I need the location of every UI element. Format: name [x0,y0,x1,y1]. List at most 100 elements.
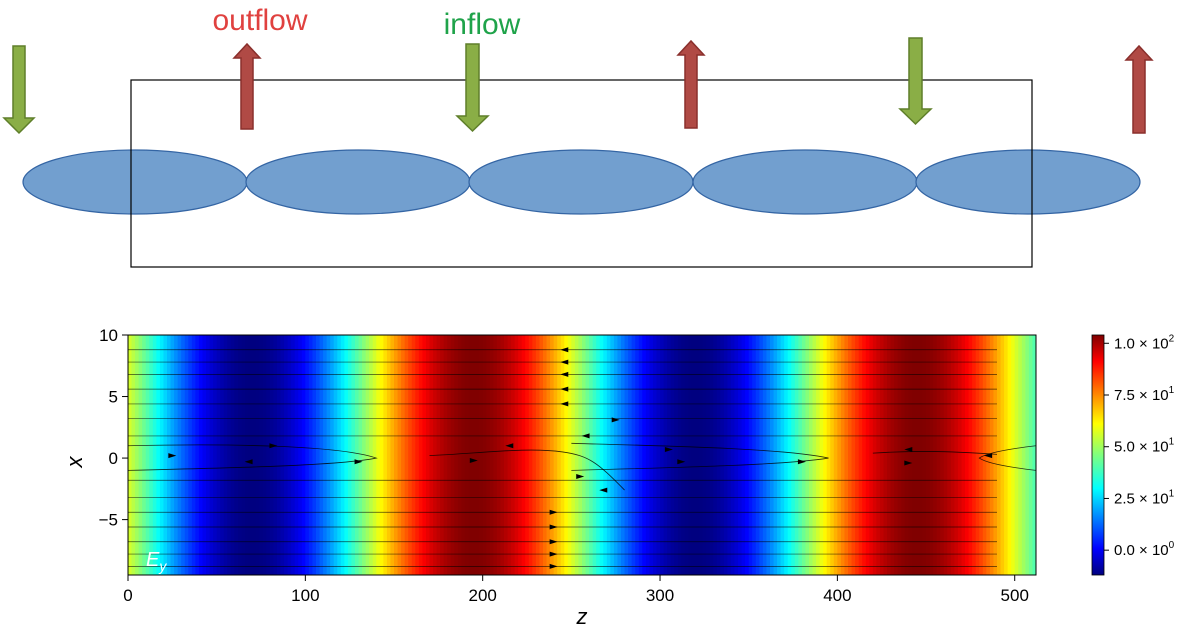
streamline-arrow [549,551,558,557]
outflow-label: outflow [212,4,307,37]
heatmap-cell [688,335,693,575]
heatmap-cell [684,335,690,575]
heatmap-cell [670,335,675,575]
flow-diagram: outflow inflow [2,4,1154,268]
heatmap-cell [1021,335,1026,575]
heatmap-cell [379,335,384,575]
streamline-arrow [984,453,993,459]
heatmap-cell [191,335,196,575]
heatmap-cell [305,335,310,575]
heatmap-cell [660,335,665,575]
heatmap-cell [713,335,718,575]
heatmap-cell [404,335,409,575]
heatmap-cell [571,335,576,575]
colorbar-tick-exponent: 1 [1169,385,1175,396]
heatmap-cell [152,335,157,575]
heatmap-cell [1018,335,1023,575]
heatmap-cell [411,335,416,575]
heatmap-cell [312,335,317,575]
heatmap-cell [557,335,562,575]
heatmap-cell [567,335,572,575]
heatmap-cell [766,335,771,575]
colorbar-tick-exponent: 2 [1169,333,1175,344]
streamline-arrow [664,446,673,452]
streamline-curve [978,445,1036,471]
heatmap-cell [489,335,494,575]
ellipse-5 [915,149,1141,215]
heatmap-cell [291,335,296,575]
heatmap-cell [855,335,860,575]
heatmap-cell [894,335,899,575]
heatmap-cell [511,335,516,575]
heatmap-cell [727,335,732,575]
heatmap-cell [216,335,221,575]
heatmap-cell [695,335,700,575]
inflow-arrow-3 [898,37,933,126]
heatmap-cell [461,335,466,575]
heatmap-cell [333,335,338,575]
heatmap-cell [383,335,388,575]
heatmap-cell [284,335,289,575]
heatmap-cell [911,335,917,575]
heatmap-cell [472,335,477,575]
heatmap-cell [908,335,913,575]
streamline-arrow [576,474,585,480]
heatmap-cell [741,335,746,575]
heatmap-cell [787,335,792,575]
colorbar-tick-mantissa: 5.0 × 10 [1114,439,1169,456]
heatmap-cell [269,335,275,575]
streamline-arrow [354,459,363,465]
heatmap-cell [738,335,743,575]
heatmap-cell [553,335,558,575]
x-axis-label: z [576,604,588,629]
heatmap-cell [819,335,824,575]
heatmap-cell [798,335,803,575]
heatmap-cell [904,335,909,575]
streamline-arrow [549,509,558,515]
heatmap-cell [624,335,629,575]
heatmap-cell [769,335,775,575]
heatmap-cell [613,335,619,575]
heatmap-cell [475,335,480,575]
heatmap-cell [560,335,565,575]
colorbar-tick-mantissa: 2.5 × 10 [1114,490,1169,507]
heatmap-cell [507,335,512,575]
heatmap-cell [542,335,548,575]
heatmap-cell [663,335,668,575]
heatmap-cell [365,335,370,575]
streamline-curve [571,442,829,471]
heatmap-cell [734,335,739,575]
heatmap-cell [237,335,243,575]
heatmap-cell [957,335,963,575]
heatmap-cell [308,335,314,575]
heatmap-cell [532,335,537,575]
heatmap-cell [337,335,342,575]
heatmap-cell [518,335,523,575]
heatmap-cell [784,335,789,575]
heatmap-cell [174,335,179,575]
heatmap-cell [521,335,526,575]
heatmap-cell [933,335,938,575]
ellipse-2 [245,149,471,215]
x-tick-label: 100 [291,586,319,605]
heatmap-cell [447,335,452,575]
colorbar-tick-exponent: 1 [1169,437,1175,448]
heatmap-cell [972,335,977,575]
simulation-box [130,79,1033,268]
heatmap-cell [1025,335,1030,575]
heatmap-cell [716,335,721,575]
heatmap-cell [723,335,729,575]
colorbar-gradient [1091,334,1105,576]
ellipse-row [22,149,1141,215]
heatmap-cell [702,335,707,575]
heatmap-cell [418,335,423,575]
heatmap-cell [358,335,363,575]
heatmap-cell [596,335,601,575]
heatmap-cell [142,335,147,575]
heatmap-cell [149,335,154,575]
heatmap-cell [276,335,282,575]
heatmap-cell [464,335,470,575]
heatmap-cell [837,335,842,575]
